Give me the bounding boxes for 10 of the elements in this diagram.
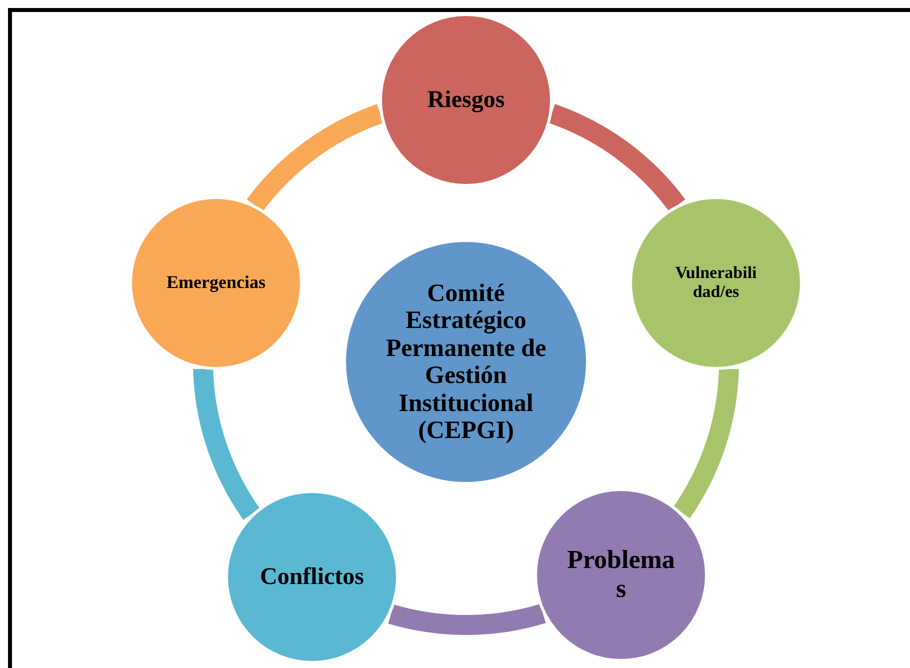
connector-arc (673, 368, 739, 518)
node-label: Conflictos (260, 564, 364, 590)
node-label: Vulnerabili dad/es (674, 264, 758, 302)
connector-arc (548, 104, 685, 212)
node-label: Comité Estratégico Permanente de Gestión Institucional (CEPGI) (384, 280, 548, 444)
node-label: Riesgos (427, 86, 505, 114)
connector-arc (388, 604, 546, 635)
node-label: Emergencias (166, 273, 266, 293)
node-label: Problema s (566, 546, 676, 604)
connector-arc (247, 104, 384, 212)
